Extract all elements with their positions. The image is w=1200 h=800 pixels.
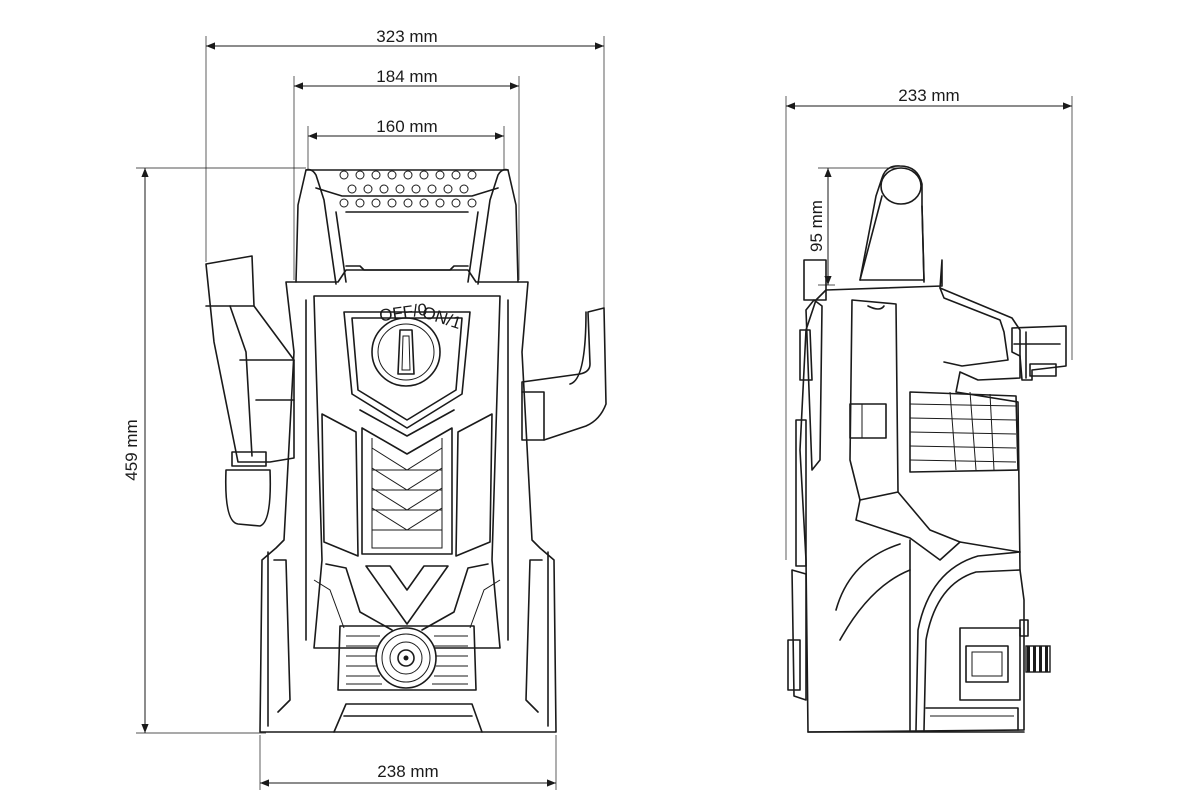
motor-fins	[909, 391, 1019, 473]
dim-160: 160 mm	[376, 117, 437, 136]
dimension-labels: 323 mm 184 mm 160 mm 459 mm 238 mm 233 m…	[122, 25, 960, 781]
side-front-edge	[787, 259, 827, 701]
switch-on-label: ON/1	[420, 303, 464, 333]
front-view: OFF/0 ON/1	[205, 168, 607, 733]
chevron-panel	[359, 409, 455, 555]
dim-184: 184 mm	[376, 67, 437, 86]
side-handle	[859, 165, 925, 283]
outlet-grille	[337, 625, 477, 691]
right-hook	[521, 307, 607, 441]
dim-459: 459 mm	[122, 419, 141, 480]
front-body	[259, 269, 557, 733]
front-handle	[295, 168, 519, 285]
dim-238: 238 mm	[377, 762, 438, 781]
side-view	[787, 165, 1067, 733]
side-body	[799, 259, 1025, 733]
power-dial[interactable]	[371, 317, 441, 387]
texture-panels	[321, 413, 493, 557]
dim-323: 323 mm	[376, 27, 437, 46]
hose-connector	[959, 619, 1051, 701]
side-base	[807, 707, 1025, 733]
dimension-lines	[136, 36, 1073, 790]
dim-95: 95 mm	[807, 200, 826, 252]
side-outlet	[1011, 325, 1067, 381]
control-panel: OFF/0 ON/1	[343, 300, 471, 429]
lower-front	[313, 563, 501, 631]
dim-233: 233 mm	[898, 86, 959, 105]
handle-vent-holes	[339, 170, 477, 208]
left-holster	[205, 255, 295, 527]
